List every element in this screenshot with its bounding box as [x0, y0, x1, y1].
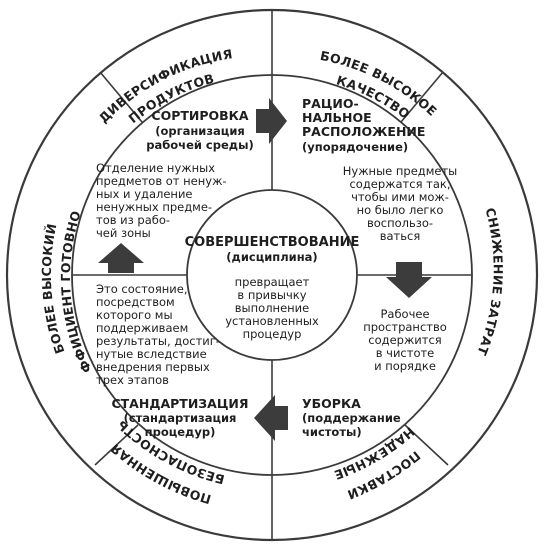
quadrant-description: предметов от ненуж-	[96, 174, 227, 188]
divider-upper-left	[99, 71, 143, 123]
center-description: превращает	[235, 275, 310, 289]
quadrant-description: которого мы	[96, 308, 173, 322]
ring-dividers	[94, 10, 449, 540]
quadrant-description: результаты, достиг-	[96, 334, 220, 348]
quadrant-cleaning: Рабочее пространство содержится в чистот…	[302, 307, 447, 439]
divider-lower-right	[404, 424, 449, 466]
quadrant-subtitle: рабочей среды)	[146, 138, 253, 152]
quadrant-title: УБОРКА	[302, 396, 361, 411]
quadrant-description: трех этапов	[96, 373, 169, 387]
quadrant-description: ных и удаление	[96, 187, 193, 201]
quadrant-description: поддерживаем	[96, 321, 188, 335]
quadrant-description: Это состояние,	[96, 282, 187, 296]
center-title: СОВЕРШЕНСТВОВАНИЕ	[185, 235, 360, 250]
quadrant-subtitle: (поддержание	[302, 411, 401, 425]
center-description: установленных	[225, 314, 319, 328]
quadrant-rational-arrangement: РАЦИО- НАЛЬНОЕ РАСПОЛОЖЕНИЕ (упорядочени…	[302, 96, 457, 243]
quadrant-description: пространство	[363, 320, 447, 334]
quadrant-description: нутые вследствие	[96, 347, 207, 361]
quadrant-description: Рабочее	[380, 307, 429, 321]
center-description: процедур	[243, 327, 302, 341]
quadrant-description: Нужные предметы	[343, 164, 458, 178]
arrow-right-icon	[256, 98, 287, 144]
quadrant-description: содержатся так,	[349, 177, 450, 191]
center-description: в привычку	[237, 288, 306, 302]
quadrant-description: чей зоны	[96, 226, 151, 240]
divider-upper-right	[400, 71, 444, 123]
quadrant-description: но было легко	[357, 203, 444, 217]
quadrant-subtitle: чистоты)	[302, 425, 362, 439]
quadrant-title: НАЛЬНОЕ	[302, 110, 372, 125]
quadrant-title: СОРТИРОВКА	[151, 108, 248, 123]
quadrant-description: и порядке	[374, 359, 436, 373]
quadrant-title: РАЦИО-	[302, 96, 359, 111]
quadrant-title: СТАНДАРТИЗАЦИЯ	[111, 396, 248, 411]
center-description: выполнение	[235, 301, 309, 315]
quadrant-description: воспользо-	[367, 216, 433, 230]
quadrant-description: посредством	[96, 295, 175, 309]
quadrant-description: Отделение нужных	[96, 161, 215, 175]
quadrant-subtitle: (упорядочение)	[302, 140, 408, 154]
quadrant-subtitle: (организация	[155, 124, 245, 138]
flow-arrows	[98, 98, 432, 441]
quadrant-description: чтобы ими мож-	[351, 190, 449, 204]
quadrant-sorting: СОРТИРОВКА (организация рабочей среды) О…	[96, 108, 254, 240]
quadrant-standardization: Это состояние, посредством которого мы п…	[96, 282, 249, 439]
quadrant-description: в чистоте	[376, 346, 435, 360]
divider-lower-left	[94, 424, 139, 466]
quadrant-subtitle: процедур)	[145, 425, 216, 439]
quadrant-subtitle: (стандартизация	[124, 411, 237, 425]
center-subtitle: (дисциплина)	[226, 250, 317, 264]
quadrant-description: тов из рабо-	[96, 213, 170, 227]
arrow-up-icon	[98, 243, 144, 273]
center-discipline: СОВЕРШЕНСТВОВАНИЕ (дисциплина) превращае…	[185, 235, 360, 341]
arrow-left-icon	[254, 395, 288, 441]
quadrant-description: внедрения первых	[96, 360, 210, 374]
quadrant-description: ненужных предме-	[96, 200, 212, 214]
quadrant-description: ваться	[380, 229, 421, 243]
arrow-down-icon	[386, 262, 432, 298]
quadrant-description: содержится	[368, 333, 441, 347]
quadrant-title: РАСПОЛОЖЕНИЕ	[302, 124, 425, 139]
center-circle	[186, 189, 358, 361]
